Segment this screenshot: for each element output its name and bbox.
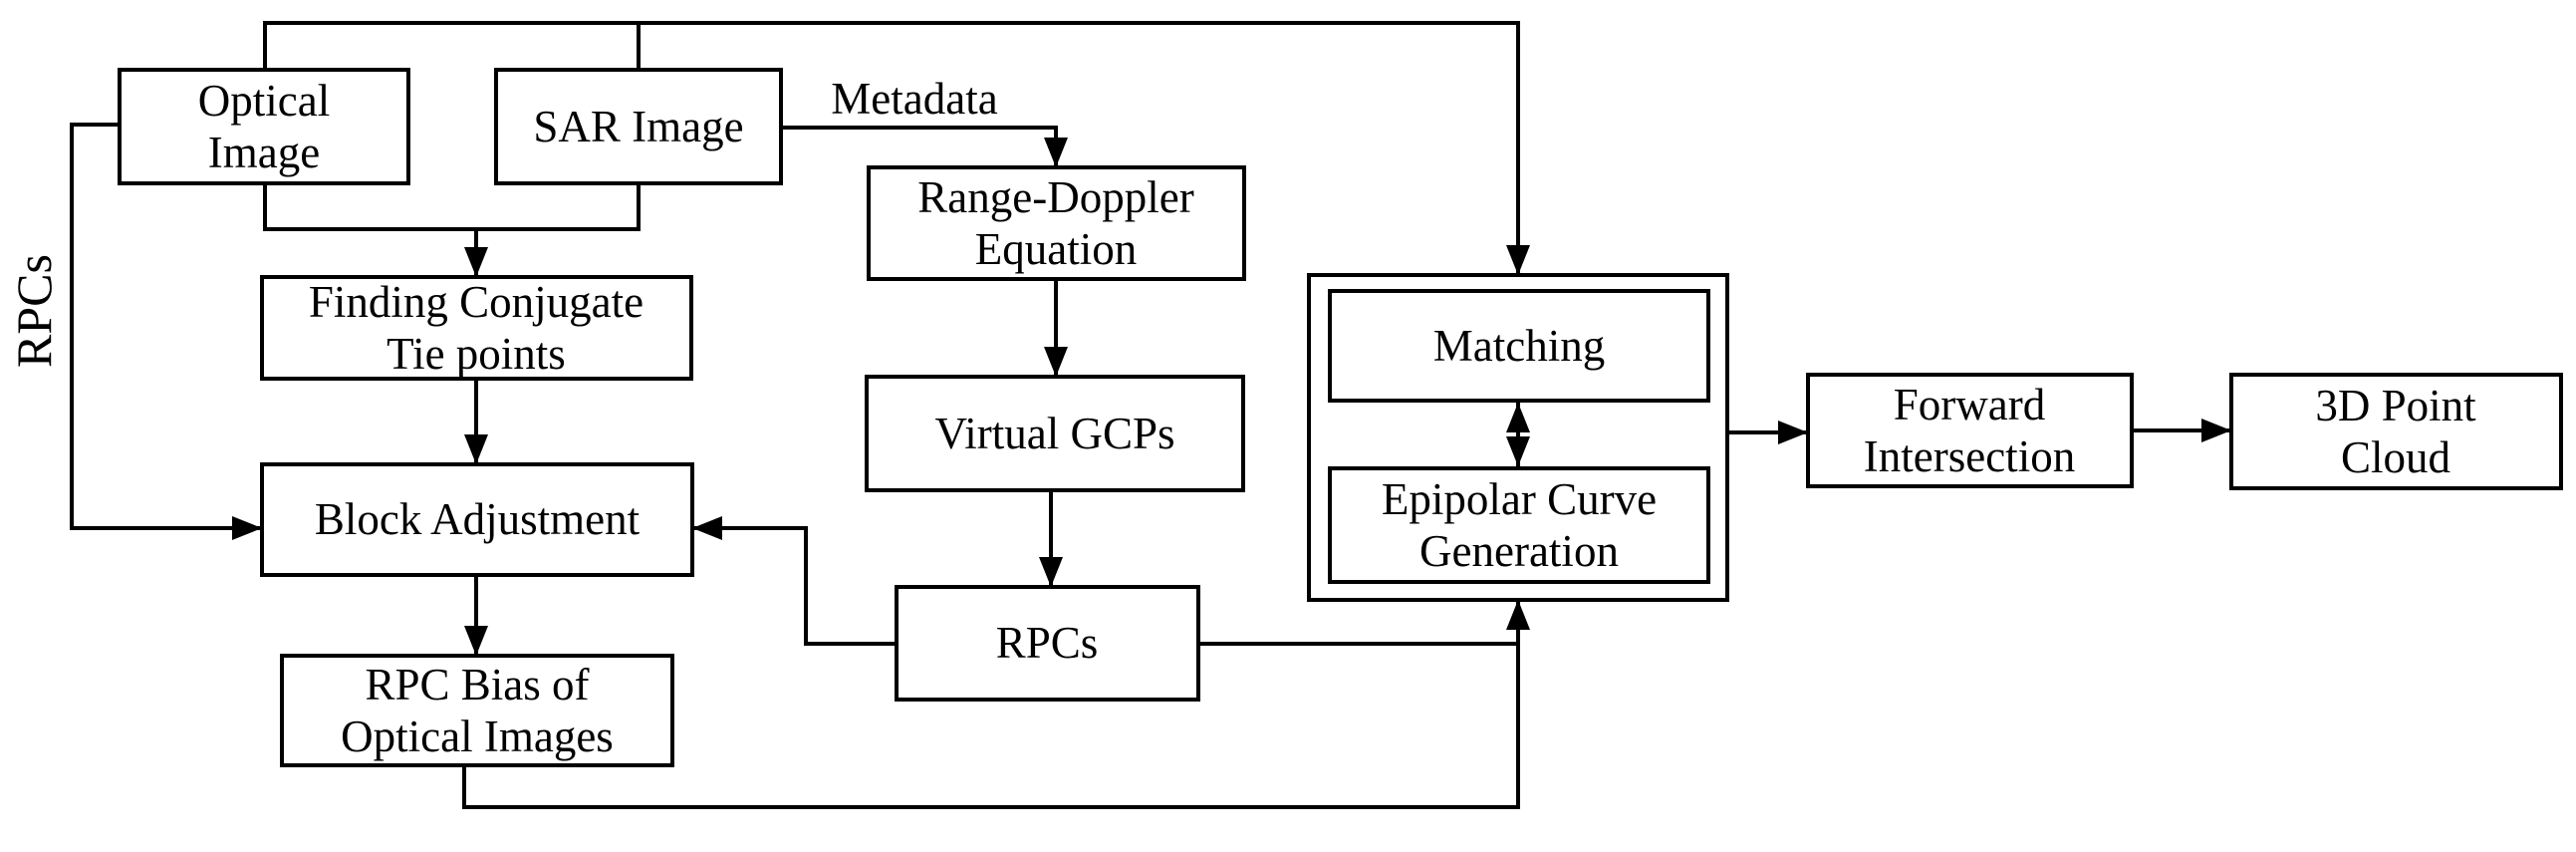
virtual-gcps-box <box>865 375 1245 492</box>
node-rpc-bias-of-optical-images: RPC Bias of Optical Images <box>280 654 674 767</box>
point-cloud-label-line2: Cloud <box>2341 432 2450 482</box>
node-optical-image: Optical Image <box>118 68 410 185</box>
forward-intersection-label-line2: Intersection <box>1864 431 2075 481</box>
rpcs-box <box>895 585 1200 702</box>
rpc-bias-box <box>280 654 674 767</box>
arrow-optical-rpcs-rail-to-block-adjustment <box>70 123 262 540</box>
rpc-bias-label-line2: Optical Images <box>341 711 614 761</box>
arrow-sar-metadata-to-range-doppler <box>781 126 1068 167</box>
epipolar-curve-box <box>1328 466 1710 584</box>
rpcs-label: RPCs <box>996 618 1099 668</box>
forward-intersection-label-line1: Forward <box>1894 380 2045 429</box>
optical-image-label-line1: Optical <box>198 76 330 126</box>
finding-conjugate-label-line2: Tie points <box>386 329 566 379</box>
node-range-doppler-equation: Range-Doppler Equation <box>867 165 1246 281</box>
range-doppler-label-line1: Range-Doppler <box>917 172 1193 222</box>
matching-label: Matching <box>1433 321 1605 371</box>
metadata-edge-label: Metadata <box>831 74 997 124</box>
optical-image-label-line2: Image <box>208 128 320 177</box>
block-adjustment-box <box>260 462 694 577</box>
block-adjustment-label: Block Adjustment <box>315 494 641 544</box>
node-sar-image: SAR Image <box>494 68 783 185</box>
point-cloud-label-line1: 3D Point <box>2315 381 2476 430</box>
arrow-images-top-rail-to-matching-group <box>263 21 1530 275</box>
sar-image-box <box>494 68 783 185</box>
node-finding-conjugate-tie-points: Finding Conjugate Tie points <box>260 275 693 381</box>
rpc-bias-label-line1: RPC Bias of <box>365 660 589 710</box>
finding-conjugate-label-line1: Finding Conjugate <box>309 277 644 327</box>
arrow-rpcs-to-block-adjustment <box>692 516 897 646</box>
matching-box <box>1328 289 1710 403</box>
epipolar-curve-label-line2: Generation <box>1419 526 1619 576</box>
node-3d-point-cloud: 3D Point Cloud <box>2229 373 2563 490</box>
range-doppler-label-line2: Equation <box>975 224 1137 274</box>
sar-image-label: SAR Image <box>533 102 743 151</box>
node-block-adjustment: Block Adjustment <box>260 462 694 577</box>
node-rpcs: RPCs <box>895 585 1200 702</box>
connector-images-merge <box>263 183 641 231</box>
epipolar-curve-label-line1: Epipolar Curve <box>1382 474 1657 524</box>
rpcs-side-label: RPCs <box>6 254 62 368</box>
arrow-rpc-bias-bottom-rail-to-matching-group <box>462 600 1530 809</box>
finding-conjugate-box <box>260 275 693 381</box>
virtual-gcps-label: Virtual GCPs <box>934 409 1174 458</box>
node-virtual-gcps: Virtual GCPs <box>865 375 1245 492</box>
node-forward-intersection: Forward Intersection <box>1806 373 2134 488</box>
